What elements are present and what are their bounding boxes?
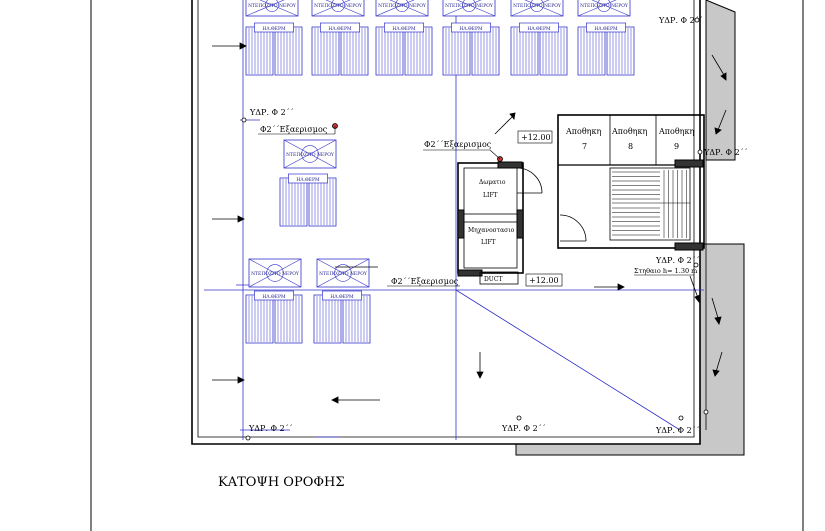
solar-panel-label: ΗΛ.ΘΕΡΜ [330,294,354,300]
solar-panel-label: ΗΛ.ΘΕΡΜ [459,26,483,32]
solar-panel-label: ΗΛ.ΘΕΡΜ [262,26,286,32]
label-level-lower: +12.00 [529,276,559,285]
label-exaer-left: Φ2΄΄Εξαερισμος [260,125,328,134]
water-tank-array: ΝΤΕΠΟΖΙΤΟ ΝΕΡΟΥ ΝΤΕΠΟΖΙΤΟ ΝΕΡΟΥ ΝΤΕΠΟΖΙΤΟ … [245,0,631,288]
label-storage-num-9: 9 [674,142,679,151]
solar-panel-label: ΗΛ.ΘΕΡΜ [594,26,618,32]
label-exaer-center: Φ2΄΄Εξαερισμος [424,140,492,149]
water-tank-label: ΝΤΕΠΟΖΙΤΟ ΝΕΡΟΥ [513,3,562,9]
drawing-title: ΚΑΤΟΨΗ ΟΡΟΦΗΣ [218,475,345,490]
slope-arrows [212,42,727,404]
water-tank: ΝΤΕΠΟΖΙΤΟ ΝΕΡΟΥ [283,139,337,169]
solar-panel-group: ΗΛ.ΘΕΡΜ [510,22,568,76]
water-tank: ΝΤΕΠΟΖΙΤΟ ΝΕΡΟΥ [316,258,370,288]
label-storage-num-7: 7 [582,142,587,151]
water-tank-label: ΝΤΕΠΟΖΙΤΟ ΝΕΡΟΥ [445,3,494,9]
water-tank: ΝΤΕΠΟΖΙΤΟ ΝΕΡΟΥ [311,0,365,17]
solar-panel-array: ΗΛ.ΘΕΡΜ ΗΛ.ΘΕΡΜ ΗΛ.ΘΕΡΜ ΗΛ.ΘΕΡΜ ΗΛ.ΘΕΡΜ ΗΛ.ΘΕ… [245,22,635,344]
water-tank-label: ΝΤΕΠΟΖΙΤΟ ΝΕΡΟΥ [314,3,363,9]
solar-panel-label: ΗΛ.ΘΕΡΜ [392,26,416,32]
label-storage-8: Αποθηκη [611,127,647,136]
solar-panel-label: ΗΛ.ΘΕΡΜ [527,26,551,32]
label-storage-num-8: 8 [628,142,633,151]
water-tank: ΝΤΕΠΟΖΙΤΟ ΝΕΡΟΥ [248,258,302,288]
water-tank-label: ΝΤΕΠΟΖΙΤΟ ΝΕΡΟΥ [580,3,629,9]
duct-box [479,271,519,285]
label-storage-7: Αποθηκη [565,127,601,136]
solar-panel-group: ΗΛ.ΘΕΡΜ [577,22,635,76]
stair-block [557,114,705,251]
label-ydr-top-right: ΥΔΡ. Φ 2΄΄ [658,16,703,25]
solar-panel-label: ΗΛ.ΘΕΡΜ [296,177,320,183]
label-storage-9: Αποθηκη [658,127,694,136]
label-duct: DUCT [484,276,502,283]
water-tank-label: ΝΤΕΠΟΖΙΤΟ ΝΕΡΟΥ [251,271,300,277]
solar-panel-group: ΗΛ.ΘΕΡΜ [279,173,337,227]
label-lift-room: Δωματιο [479,179,506,186]
label-parapet: Στηθαιο h= 1.30 m [634,267,697,275]
label-ydr-left-mid: ΥΔΡ. Φ 2΄΄ [249,108,294,117]
solar-panel-group: ΗΛ.ΘΕΡΜ [375,22,433,76]
text-labels: ΥΔΡ. Φ 2΄΄ ΥΔΡ. Φ 2΄΄ Φ2΄΄Εξαερισμος Φ2΄… [218,16,748,490]
solar-panel-group: ΗΛ.ΘΕΡΜ [311,22,369,76]
water-tank: ΝΤΕΠΟΖΙΤΟ ΝΕΡΟΥ [510,0,564,17]
downpipe-markers [241,17,709,441]
label-ydr-bottom-center: ΥΔΡ. Φ 2΄΄ [501,424,546,433]
parapet-top-right [705,0,736,161]
label-ydr-right-mid: ΥΔΡ. Φ 2΄΄ [703,148,748,157]
leader-lines [258,126,694,287]
label-exaer-lower: Φ2΄΄Εξαερισμος [391,277,459,286]
solar-panel-group: ΗΛ.ΘΕΡΜ [442,22,500,76]
label-ydr-right-lower: ΥΔΡ. Φ 2΄΄ [655,256,700,265]
roof-outline [191,0,701,445]
water-tank: ΝΤΕΠΟΖΙΤΟ ΝΕΡΟΥ [375,0,429,17]
water-tank: ΝΤΕΠΟΖΙΤΟ ΝΕΡΟΥ [577,0,631,17]
solar-panel-label: ΗΛ.ΘΕΡΜ [262,294,286,300]
solar-panel-group: ΗΛ.ΘΕΡΜ [245,22,303,76]
label-ydr-bottom-left: ΥΔΡ. Φ 2΄΄ [248,424,293,433]
solar-panel-group: ΗΛ.ΘΕΡΜ [313,290,371,344]
water-tank: ΝΤΕΠΟΖΙΤΟ ΝΕΡΟΥ [245,0,299,17]
solar-panel-group: ΗΛ.ΘΕΡΜ [245,290,303,344]
water-tank: ΝΤΕΠΟΖΙΤΟ ΝΕΡΟΥ [442,0,496,17]
water-tank-label: ΝΤΕΠΟΖΙΤΟ ΝΕΡΟΥ [286,152,335,158]
label-machine-room: Μηχανοστασιο [468,227,515,234]
water-tank-label: ΝΤΕΠΟΖΙΤΟ ΝΕΡΟΥ [248,3,297,9]
water-tank-label: ΝΤΕΠΟΖΙΤΟ ΝΕΡΟΥ [319,271,368,277]
roof-inner-line [197,0,695,438]
solar-panel-label: ΗΛ.ΘΕΡΜ [328,26,352,32]
label-lift-room-lift: LIFT [483,192,498,199]
label-ydr-bottom-right: ΥΔΡ. Φ 2΄΄ [655,426,700,435]
label-machine-room-lift: LIFT [481,239,496,246]
label-level-upper: +12.00 [521,133,551,142]
lift-core [457,161,543,277]
water-tank-label: ΝΤΕΠΟΖΙΤΟ ΝΕΡΟΥ [378,3,427,9]
